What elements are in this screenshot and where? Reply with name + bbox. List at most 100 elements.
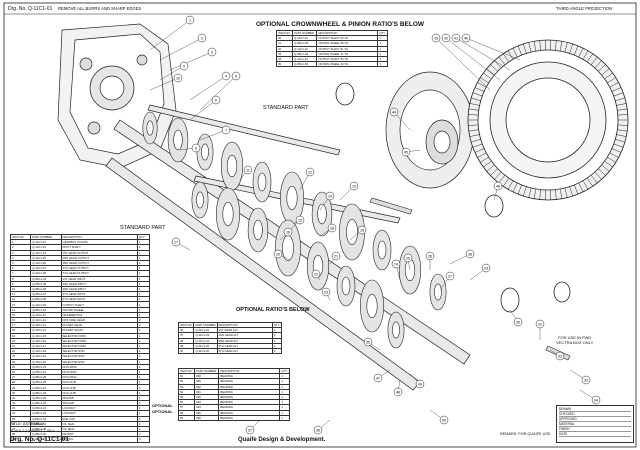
crownwheel-cell: ITEM NO.: [275, 29, 294, 37]
parts-cell: 3: [136, 436, 151, 443]
crown-tooth: [512, 182, 518, 193]
crown-tooth: [533, 41, 537, 52]
balloon-number: 43: [434, 36, 438, 40]
item-balloon: [327, 223, 337, 233]
item-balloon: [431, 33, 441, 43]
balloon-number: 14: [328, 194, 332, 198]
balloon-number: 4: [225, 74, 227, 78]
balloon-number: 22: [314, 272, 318, 276]
leader-line: [149, 19, 191, 51]
crown-tooth: [503, 177, 510, 187]
gear-bore: [377, 240, 387, 260]
crown-tooth: [594, 171, 602, 180]
balloon-number: 12: [308, 170, 312, 174]
item-balloon: [185, 15, 195, 25]
item-balloon: [581, 375, 591, 385]
crown-tooth: [494, 171, 502, 180]
item-balloon: [349, 181, 359, 191]
item-balloon: [295, 215, 305, 225]
balloon-number: 29: [484, 266, 488, 270]
leader-line: [455, 37, 511, 71]
crown-tooth: [609, 152, 619, 158]
leader-line: [169, 51, 213, 71]
oil-seal-right: [553, 281, 571, 303]
item-balloon: [451, 33, 461, 43]
crown-tooth: [604, 160, 613, 168]
company-name: Quaife Design & Development.: [238, 437, 326, 443]
leader-line: [199, 75, 237, 111]
crown-tooth: [494, 60, 502, 69]
gear-bore: [253, 219, 263, 241]
parts-cell: Q-86C1-37: [30, 436, 62, 443]
balloon-number: 15: [298, 218, 302, 222]
leader-line: [435, 37, 491, 91]
gear-bore: [173, 129, 183, 151]
gear-bore: [346, 219, 358, 245]
bearing-cell: BEARING: [218, 414, 281, 421]
balloon-number: 9: [183, 64, 185, 68]
balloon-number: 20: [276, 252, 280, 256]
oil-seal-mid: [484, 194, 504, 218]
crown-tooth: [471, 139, 481, 143]
crown-tooth: [616, 134, 627, 137]
item-balloon: [221, 71, 231, 81]
standard-part-label: STANDARD PART: [263, 105, 309, 111]
crown-tooth: [474, 148, 485, 153]
balloon-number: 32: [558, 354, 562, 358]
balloon-number: 35: [366, 340, 370, 344]
crown-tooth: [598, 168, 606, 176]
balloon-number: 44: [392, 110, 396, 114]
item-balloon: [197, 33, 207, 43]
gear-bore: [341, 276, 351, 296]
crown-tooth: [613, 143, 624, 148]
item-balloon: [389, 107, 399, 117]
crownwheel-cell: 45: [275, 61, 294, 68]
item-balloon: [273, 249, 283, 259]
crown-tooth: [472, 143, 483, 148]
ratio-cell: ITEM NO.: [177, 321, 195, 329]
item-balloon: [591, 395, 601, 405]
item-balloon: [425, 251, 435, 261]
item-balloon: [325, 191, 335, 201]
bearing-cell: ITEM NO.: [177, 367, 196, 375]
balloon-number: 10: [176, 76, 180, 80]
crown-tooth: [555, 189, 557, 200]
crown-tooth: [601, 164, 610, 172]
crown-tooth: [486, 164, 495, 172]
info-line: CHECKED: [559, 412, 631, 417]
crown-tooth: [598, 64, 606, 72]
crown-tooth: [617, 108, 628, 111]
crown-tooth: [486, 68, 495, 76]
remove-burrs-note: REMOVE ALL BURRS AND SHARP EDGES: [58, 6, 142, 11]
optional-label-1: OPTIONAL: [152, 403, 173, 408]
crown-tooth: [586, 53, 593, 63]
gear-bore: [146, 120, 154, 136]
crown-tooth: [578, 47, 584, 58]
item-balloon: [481, 263, 491, 273]
balloon-number: 31: [538, 322, 542, 326]
item-balloon: [305, 167, 315, 177]
crown-tooth: [477, 152, 487, 158]
output-shaft: [105, 157, 421, 391]
gear-bore: [317, 203, 327, 225]
gear-bore: [222, 202, 234, 227]
item-balloon: [191, 143, 201, 153]
crown-tooth: [611, 148, 622, 153]
item-balloon: [207, 47, 217, 57]
item-balloon: [555, 351, 565, 361]
crown-tooth: [468, 124, 479, 126]
item-balloon: [445, 271, 455, 281]
projection-note: THIRD ANGLE PROJECTION: [556, 6, 613, 11]
balloon-number: 2: [201, 36, 203, 40]
crown-tooth: [594, 60, 602, 69]
crown-tooth: [611, 87, 622, 92]
balloon-number: 50: [442, 418, 446, 422]
leader-line: [465, 37, 521, 61]
crown-tooth: [483, 72, 492, 80]
ratio-cell: Q-11C1-26: [193, 347, 218, 355]
item-balloon: [391, 259, 401, 269]
